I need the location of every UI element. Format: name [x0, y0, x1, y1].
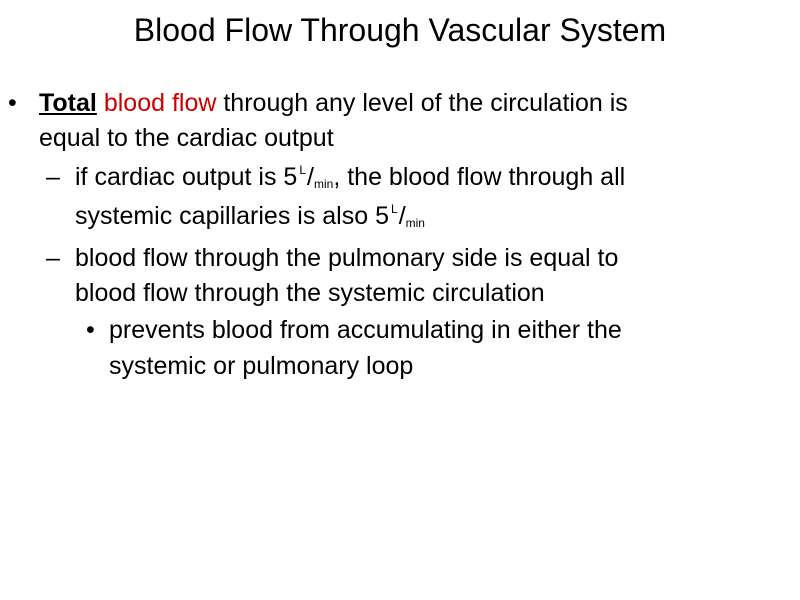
bullet-icon: • [86, 316, 95, 344]
unit-liters: L [391, 202, 398, 216]
subsubbullet-prevents-line1: • prevents blood from accumulating in ei… [86, 312, 622, 348]
dash-icon: – [46, 244, 60, 272]
total-keyword: Total [39, 89, 97, 117]
dash-icon: – [46, 163, 60, 191]
blood-flow-highlight: blood flow [103, 89, 217, 117]
unit-minute: min [405, 216, 425, 230]
slide-title: Blood Flow Through Vascular System [133, 12, 667, 48]
subbullet-text: blood flow through the systemic circulat… [75, 279, 545, 307]
unit-slash: / [398, 202, 406, 230]
unit-minute: min [313, 177, 334, 191]
bullet-total-blood-flow-line2: equal to the cardiac output [39, 120, 334, 156]
bullet-icon: • [8, 89, 17, 117]
bullet-text: equal to the cardiac output [39, 124, 334, 152]
subsubbullet-prevents-line2: systemic or pulmonary loop [109, 348, 413, 384]
subbullet-text: systemic capillaries is also 5 [75, 202, 389, 230]
subsubbullet-text: prevents blood from accumulating in eith… [109, 316, 622, 344]
subbullet-pulmonary-line1: – blood flow through the pulmonary side … [46, 240, 619, 276]
subbullet-text: , the blood flow through all [333, 163, 626, 191]
unit-liters: L [299, 163, 307, 177]
subsubbullet-text: systemic or pulmonary loop [109, 352, 414, 380]
subbullet-pulmonary-line2: blood flow through the systemic circulat… [75, 275, 545, 311]
bullet-total-blood-flow-line1: • Total blood flow through any level of … [8, 85, 628, 121]
bullet-text: through any level of the circulation is [223, 89, 628, 117]
subbullet-text: if cardiac output is 5 [75, 163, 298, 191]
unit-slash: / [307, 163, 314, 191]
subbullet-text: blood flow through the pulmonary side is… [75, 244, 619, 272]
